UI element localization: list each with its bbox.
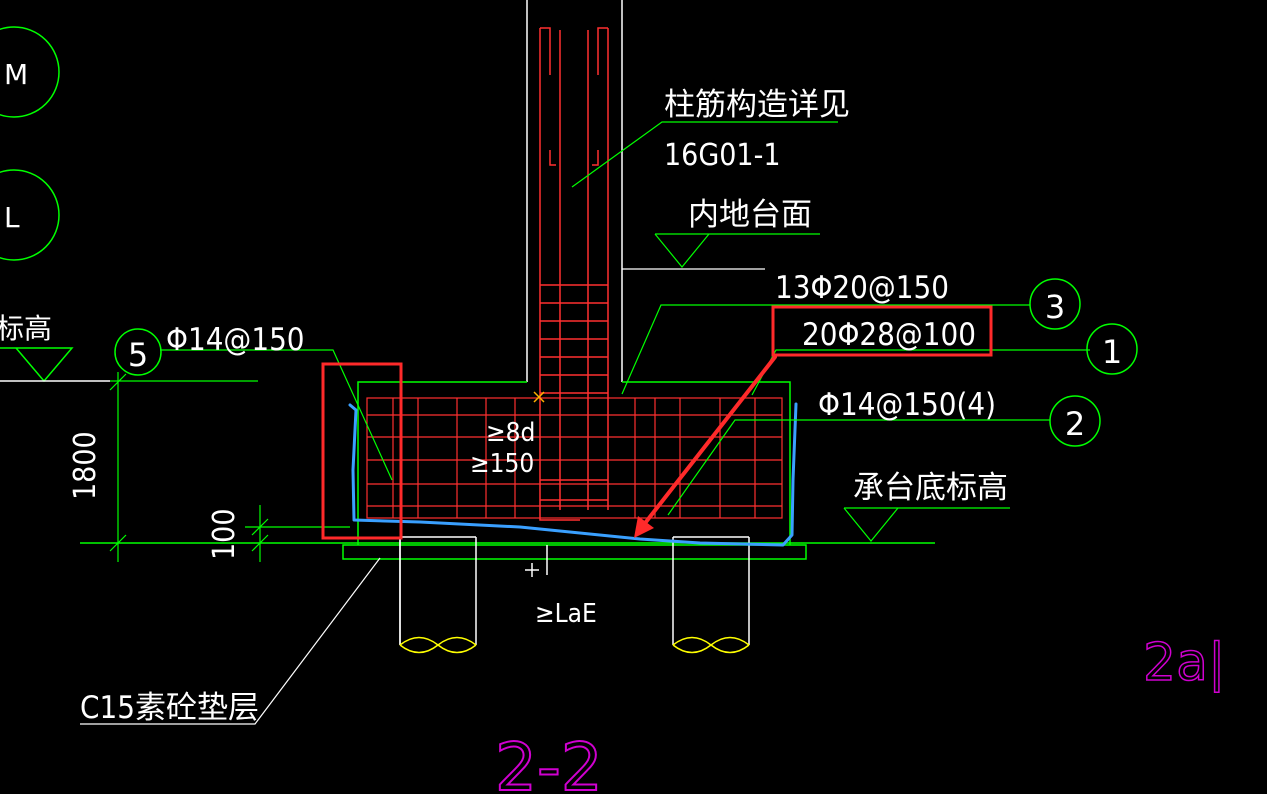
column-note-line1: 柱筋构造详见 (664, 87, 850, 123)
highlight-box-rebar-label (771, 305, 993, 357)
side-mark: 2a| (1143, 633, 1225, 693)
callout-2-label: 2 (1065, 405, 1085, 443)
pile-left (399, 536, 477, 654)
inner-floor-label: 内地台面 (688, 197, 812, 233)
rebar-label-5: Φ14@150 (166, 322, 305, 358)
axis-marker-l-label: L (4, 201, 20, 234)
cap-bottom-label: 承台底标高 (853, 470, 1008, 506)
column-rebar (539, 27, 609, 521)
dimension-100 (245, 505, 350, 562)
left-elevation-marker: 标高 (0, 312, 110, 383)
pile-right (672, 536, 750, 654)
callout-1: 1 (1086, 323, 1138, 375)
column-outline (526, 0, 623, 382)
callout-1-label: 1 (1102, 333, 1122, 371)
leader-lines (110, 121, 1090, 542)
blue-sketch-bottom-bar (348, 402, 798, 547)
callout-3: 3 (1029, 278, 1081, 330)
callout-3-label: 3 (1045, 288, 1065, 326)
highlight-box-left-rebar (321, 362, 403, 540)
bedding-leader (80, 557, 381, 725)
section-title: 2-2 (495, 729, 603, 794)
axis-marker-l: L (0, 169, 60, 261)
rebar-label-3: 13Φ20@150 (775, 270, 949, 306)
insertion-point-mark (533, 391, 545, 403)
anchor-150-label: ≥150 (470, 449, 534, 479)
dimension-100-label: 100 (207, 508, 242, 560)
rebar-label-2: Φ14@150(4) (818, 387, 996, 423)
callout-2: 2 (1049, 395, 1101, 447)
axis-marker-m-label: M (4, 58, 28, 91)
dimension-1800-label: 1800 (68, 431, 103, 500)
pile-anchorage (525, 545, 548, 577)
rebar-label-1: 20Φ28@100 (802, 317, 976, 353)
pile-cap-rebar-grid (366, 397, 783, 519)
anchor-8d-label: ≥8d (486, 418, 535, 448)
bedding-label: C15素砼垫层 (80, 690, 259, 726)
callout-5: 5 (114, 328, 162, 376)
column-note-line2: 16G01-1 (664, 138, 781, 173)
pile-cap-outline (80, 381, 935, 560)
dimension-1800 (109, 372, 127, 562)
anchor-lae-label: ≥LaE (535, 599, 597, 629)
highlight-arrow (634, 355, 777, 538)
callout-5-label: 5 (128, 336, 148, 374)
left-elevation-label: 标高 (0, 312, 52, 345)
axis-marker-m: M (0, 26, 60, 118)
c15-bedding-layer (342, 544, 807, 560)
